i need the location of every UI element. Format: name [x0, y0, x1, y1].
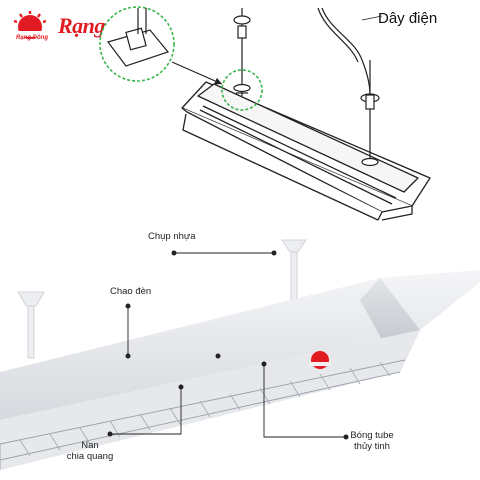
callout-louver: Nan chia quang: [58, 440, 122, 462]
callout-tube-line2: thủy tinh: [354, 441, 390, 452]
callout-plastic-cover: Chụp nhựa: [148, 231, 196, 242]
callout-louver-line1: Nan: [81, 440, 99, 451]
power-wire-drawing: [321, 7, 371, 96]
callout-tube: Bóng tube thủy tinh: [340, 430, 404, 452]
pendant-hangers: [17, 239, 307, 359]
callout-louver-line2: chia quang: [66, 451, 114, 462]
detail-arrow: [171, 61, 223, 85]
suspension-installation-drawing: [99, 6, 431, 221]
callout-leaders: [110, 252, 346, 438]
louver-grid-drawing: [0, 359, 406, 470]
left-suspension-rod: [233, 8, 251, 96]
right-suspension-rod: [360, 60, 380, 167]
callout-tube-line1: Bóng tube: [350, 430, 394, 441]
detail-highlight-circle: [221, 69, 263, 111]
sunburst-logo-icon: [13, 11, 48, 39]
reflector-logo-icon: [311, 351, 329, 369]
brand-sub-mark: Rạng Đông: [16, 35, 48, 41]
wire-label: Dây điện: [378, 10, 438, 27]
fixture-body: [0, 270, 480, 420]
clip-detail-drawing: [106, 8, 170, 67]
fixture-housing-drawing: [181, 81, 431, 221]
callout-reflector: Chao đèn: [110, 286, 152, 297]
